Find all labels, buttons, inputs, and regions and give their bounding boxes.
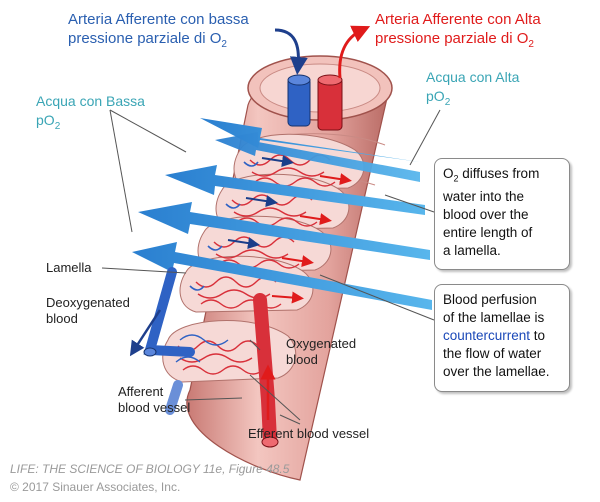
water-flow-arrows bbox=[132, 118, 432, 310]
diffusion-callout: O2 diffuses from water into the blood ov… bbox=[434, 158, 570, 270]
box2-line3-rest: to bbox=[530, 328, 546, 343]
afferent-low-line1: Arteria Afferente con bassa bbox=[68, 11, 249, 28]
box2-highlight: countercurrent bbox=[443, 328, 531, 343]
box2-line1: Blood perfusion bbox=[443, 292, 537, 307]
afferent-vessel-line2: blood vessel bbox=[118, 400, 191, 415]
afferent-low-line2: pressione parziale di O bbox=[68, 30, 222, 47]
deoxy-line2: blood bbox=[46, 311, 78, 326]
afferent-vessel-label: Afferent blood vessel bbox=[118, 384, 190, 416]
afferent-high-arrow bbox=[338, 25, 371, 79]
box1-line4: entire length of bbox=[443, 224, 533, 240]
oxy-line1: Oxygenated bbox=[286, 336, 357, 351]
leader-lines bbox=[101, 109, 441, 425]
afferent-high-sub: 2 bbox=[528, 39, 534, 50]
water-high-line2: pO bbox=[426, 88, 445, 104]
box2-line4: the flow of water bbox=[443, 346, 542, 361]
water-high-label: Acqua con Alta pO2 bbox=[426, 68, 519, 112]
water-high-line1: Acqua con Alta bbox=[426, 69, 520, 85]
afferent-high-line2: pressione parziale di O bbox=[375, 30, 529, 47]
box1-sub: 2 bbox=[453, 173, 459, 184]
box1-line1-rest: diffuses from bbox=[458, 166, 540, 181]
efferent-vessel-label: Efferent blood vessel bbox=[248, 426, 370, 441]
figure-credit: LIFE: THE SCIENCE OF BIOLOGY 11e, Figure… bbox=[10, 462, 290, 476]
copyright: © 2017 Sinauer Associates, Inc. bbox=[10, 480, 181, 494]
box1-o: O bbox=[443, 166, 454, 181]
box2-line5: over the lamellae. bbox=[443, 364, 550, 379]
countercurrent-callout: Blood perfusion of the lamellae is count… bbox=[434, 284, 570, 392]
deoxygenated-label: Deoxygenated blood bbox=[46, 295, 130, 327]
bottom-vessels bbox=[129, 267, 279, 448]
afferent-low-arrow bbox=[274, 28, 308, 75]
oxy-line2: blood bbox=[286, 352, 318, 367]
oxygenated-label: Oxygenated blood bbox=[286, 336, 356, 368]
water-high-sub: 2 bbox=[444, 96, 451, 108]
afferent-high-label: Arteria Afferente con Alta pressione par… bbox=[375, 10, 541, 54]
water-low-line1: Acqua con Bassa bbox=[36, 93, 145, 109]
box1-line2: water into the bbox=[443, 188, 525, 204]
water-low-sub: 2 bbox=[54, 120, 61, 132]
lamella-label: Lamella bbox=[46, 260, 92, 275]
top-vessels bbox=[287, 74, 343, 131]
afferent-high-line1: Arteria Afferente con Alta bbox=[375, 11, 541, 28]
water-low-label: Acqua con Bassa pO2 bbox=[36, 92, 145, 136]
afferent-low-sub: 2 bbox=[221, 39, 227, 50]
box1-line3: blood over the bbox=[443, 206, 529, 222]
box1-line5: a lamella. bbox=[443, 242, 501, 258]
blood-flow-arrows bbox=[227, 155, 352, 304]
water-low-line2: pO bbox=[36, 112, 55, 128]
deoxy-line1: Deoxygenated bbox=[46, 295, 130, 310]
afferent-low-label: Arteria Afferente con bassa pressione pa… bbox=[68, 10, 249, 54]
box2-line2: of the lamellae is bbox=[443, 310, 545, 325]
afferent-vessel-line1: Afferent bbox=[118, 384, 164, 399]
